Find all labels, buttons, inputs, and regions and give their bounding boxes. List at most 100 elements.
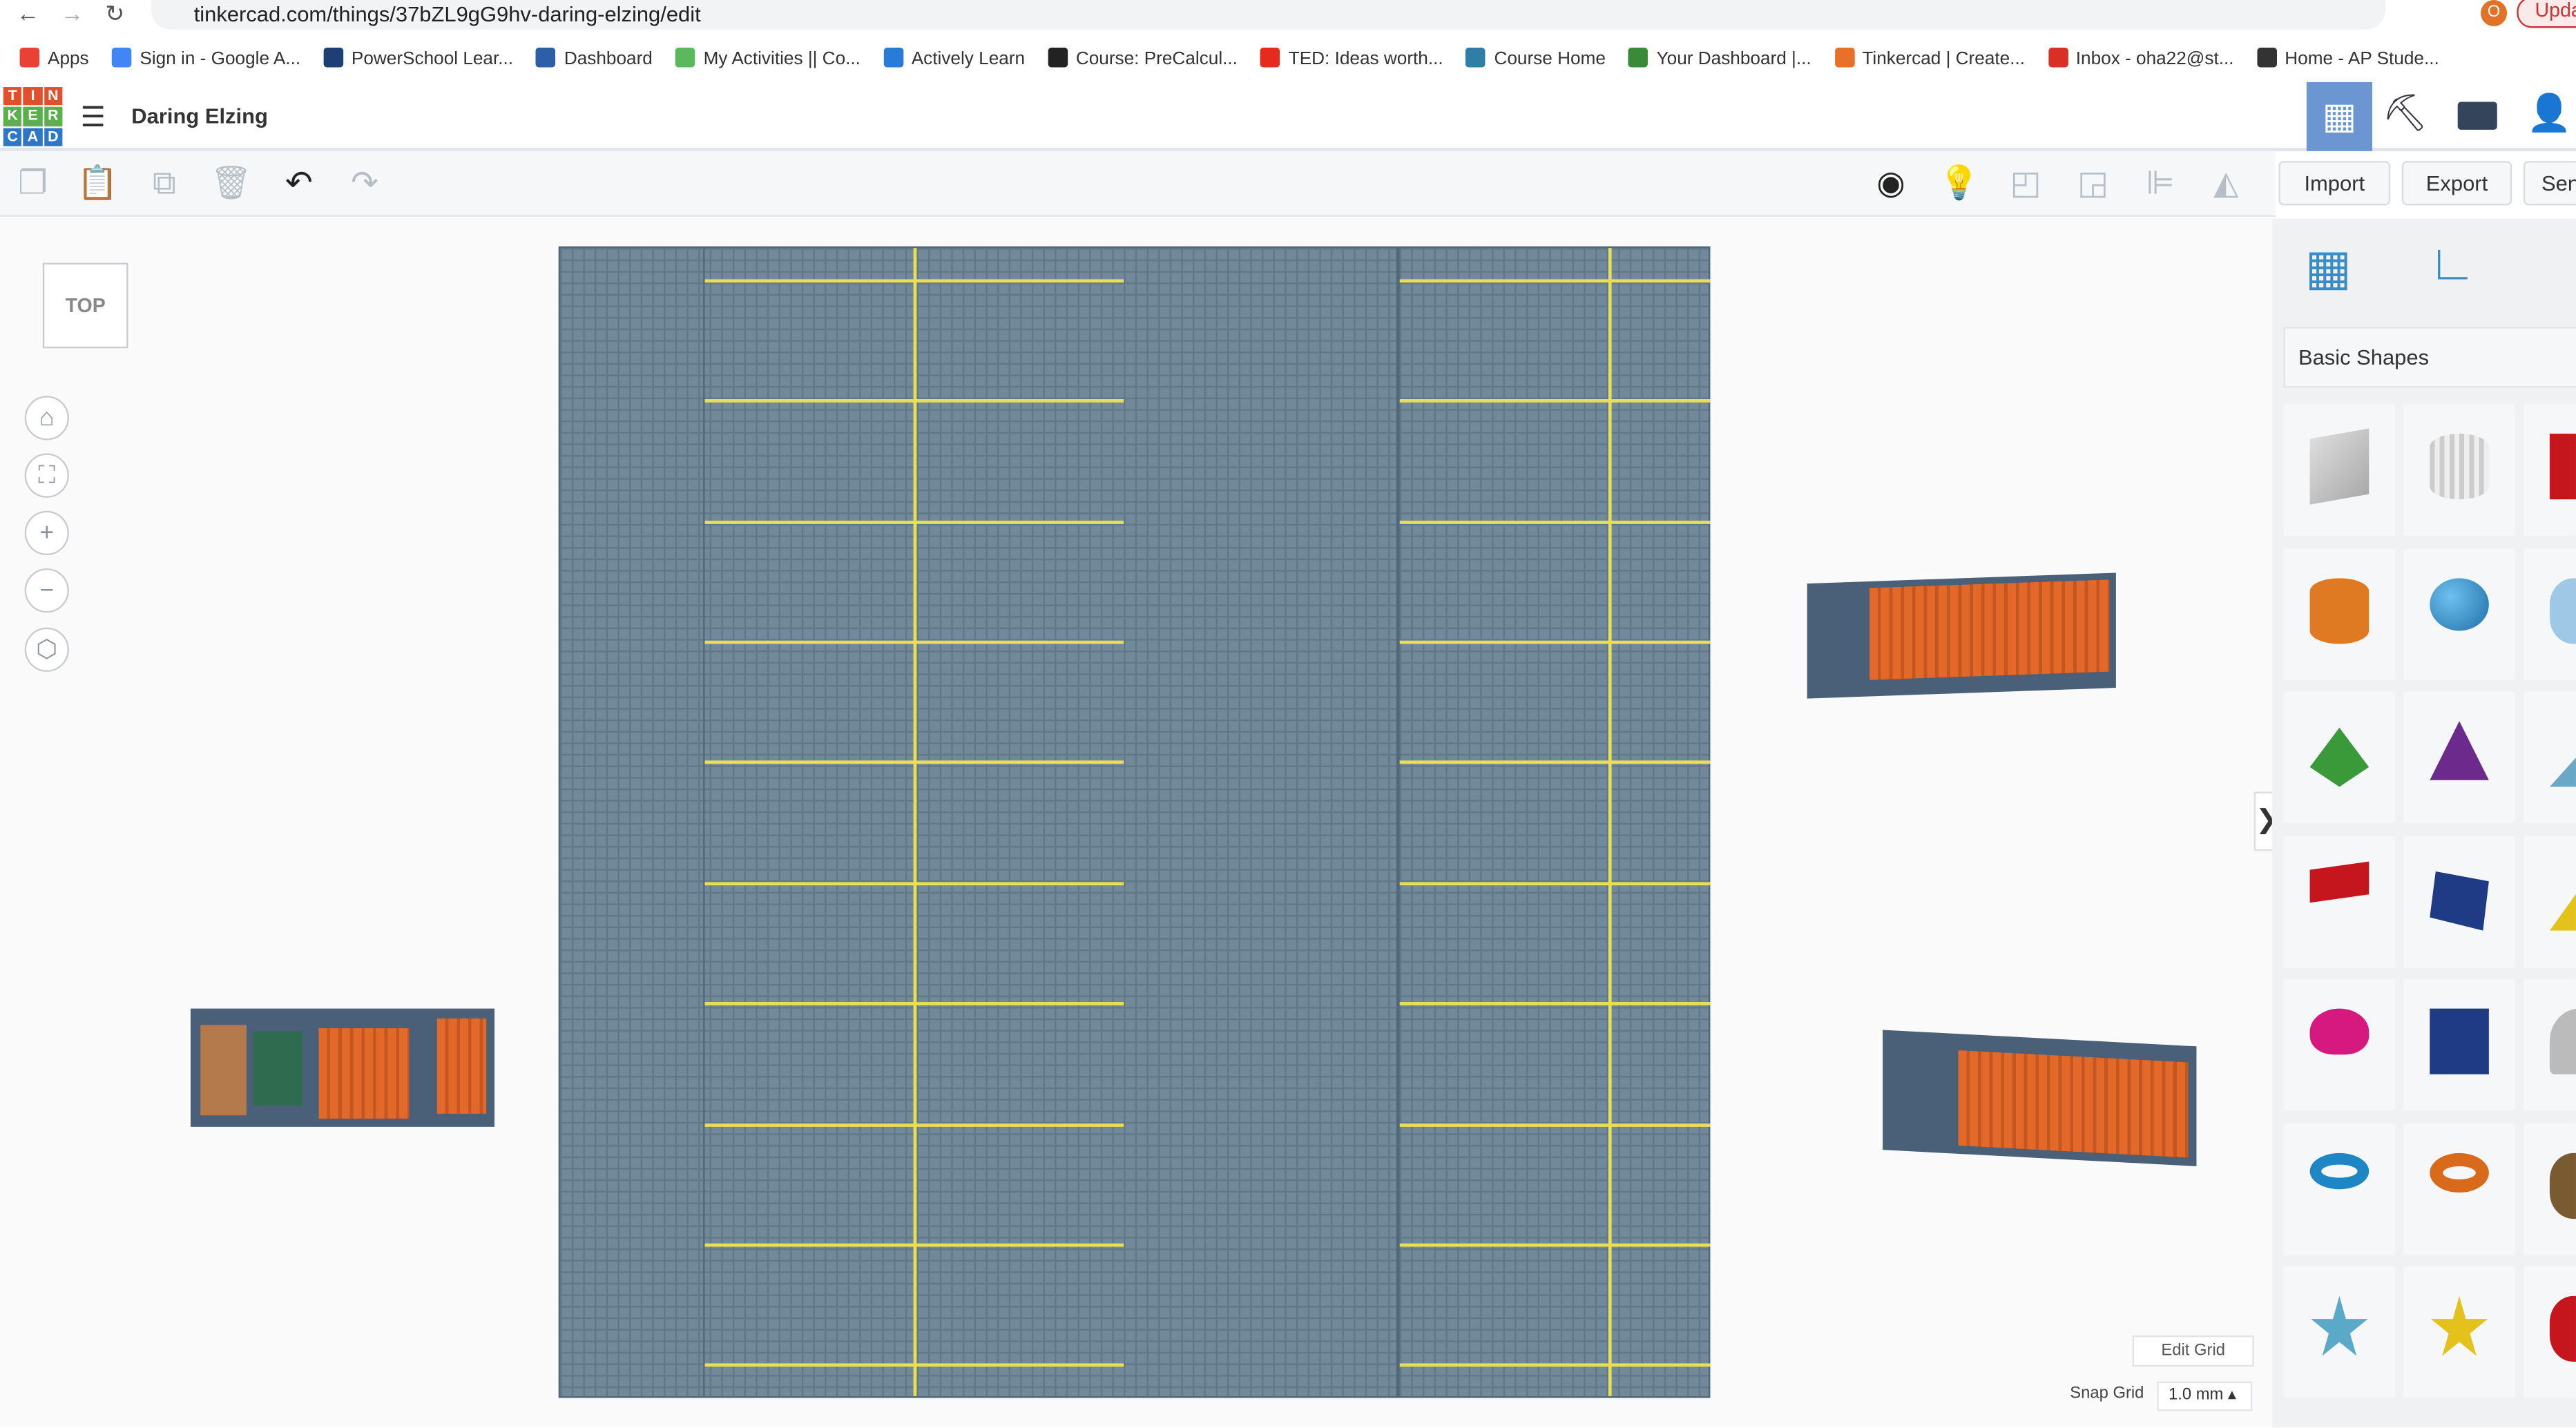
shape-cylinder[interactable]	[2403, 404, 2515, 536]
edit-grid-button[interactable]: Edit Grid	[2132, 1335, 2254, 1367]
perspective-icon[interactable]: ⬡	[24, 627, 69, 672]
align-icon[interactable]: ⊫	[2146, 166, 2175, 202]
duplicate-icon[interactable]: ⧉	[152, 166, 176, 202]
shape-ring[interactable]	[2523, 1122, 2576, 1255]
shape-category-dropdown[interactable]: Basic Shapes	[2283, 327, 2576, 388]
zoom-in-icon[interactable]: +	[24, 510, 69, 556]
bookmark[interactable]: Course Home	[1466, 46, 1606, 68]
home-view-icon[interactable]: ⌂	[24, 396, 69, 441]
bookmark[interactable]: Your Dashboard |...	[1628, 46, 1811, 68]
address-bar[interactable]: tinkercad.com/things/37bZL9gG9hv-daring-…	[151, 0, 2386, 30]
logo-letter: E	[23, 107, 43, 126]
bookmark[interactable]: Home - AP Stude...	[2256, 46, 2439, 68]
shape-sphere[interactable]	[2403, 548, 2515, 679]
container-house-model[interactable]	[190, 1008, 495, 1127]
mirror-icon[interactable]: ◭	[2213, 166, 2239, 202]
bookmark[interactable]: Course: PreCalcul...	[1048, 46, 1238, 68]
logo-letter: T	[3, 87, 22, 106]
reload-icon[interactable]: ↻	[105, 0, 125, 27]
pyramid-icon	[2549, 865, 2576, 931]
3d-design-view-button[interactable]: ▦	[2306, 81, 2372, 151]
star-icon	[2311, 1295, 2368, 1356]
bookmark[interactable]: Actively Learn	[883, 46, 1025, 68]
shape-star[interactable]	[2283, 1266, 2396, 1398]
shape-box[interactable]	[2283, 404, 2396, 536]
parking-line	[1399, 279, 1711, 283]
fit-view-icon[interactable]: ⛶	[24, 453, 69, 498]
shape-cone[interactable]	[2403, 691, 2515, 823]
redo-icon[interactable]: ↷	[351, 166, 379, 202]
url-text: tinkercad.com/things/37bZL9gG9hv-daring-…	[193, 1, 701, 27]
paste-icon[interactable]: 📋	[77, 166, 119, 202]
minecraft-pickaxe-icon[interactable]: ⛏	[2382, 92, 2428, 133]
logo-letter: C	[3, 127, 22, 146]
back-icon[interactable]: ←	[16, 0, 40, 27]
logo-letter: A	[23, 127, 43, 146]
send-to-button[interactable]: Sen	[2523, 161, 2576, 206]
bookmark-label: Sign in - Google A...	[140, 48, 301, 68]
parking-line	[1399, 760, 1711, 764]
design-title[interactable]: Daring Elzing	[131, 103, 268, 128]
shape-star-gold[interactable]	[2403, 1266, 2515, 1398]
delete-icon[interactable]: 🗑	[210, 166, 252, 202]
shape-heart[interactable]	[2523, 1266, 2576, 1398]
bookmark-icon	[1834, 46, 1854, 67]
bookmark[interactable]: My Activities || Co...	[675, 46, 861, 68]
bookmark-label: Apps	[47, 48, 89, 68]
parking-line	[1399, 1243, 1711, 1247]
bookmark-label: TED: Ideas worth...	[1288, 48, 1443, 68]
undo-icon[interactable]: ↶	[285, 166, 313, 202]
parking-line	[1399, 640, 1711, 644]
view-cube[interactable]: TOP	[42, 262, 128, 349]
shipping-container-model-1[interactable]	[1807, 572, 2116, 699]
shape-pyramid[interactable]	[2523, 835, 2576, 967]
shipping-container-model-2[interactable]	[1883, 1030, 2197, 1166]
shape-half-sphere[interactable]	[2283, 978, 2396, 1111]
ruler-icon[interactable]: ∟	[2428, 236, 2477, 291]
shape-torus[interactable]	[2283, 1122, 2396, 1255]
bookmark-label: Course: PreCalcul...	[1075, 48, 1238, 68]
shape-scribble[interactable]	[2523, 548, 2576, 679]
shape-polygon[interactable]	[2403, 835, 2515, 967]
parking-lot-model[interactable]	[558, 246, 1711, 1398]
bookmark-icon	[2048, 46, 2068, 67]
shape-wedge[interactable]	[2523, 691, 2576, 823]
bookmark[interactable]: Dashboard	[536, 46, 653, 68]
bookmark[interactable]: Apps	[19, 46, 89, 68]
update-button[interactable]: Update	[2517, 0, 2576, 28]
snap-grid-label: Snap Grid	[2070, 1384, 2144, 1403]
profile-avatar[interactable]: O	[2480, 0, 2508, 27]
shape-paraboloid[interactable]	[2523, 978, 2576, 1111]
lego-brick-icon[interactable]	[2457, 102, 2497, 130]
import-button[interactable]: Import	[2278, 161, 2391, 206]
bookmark[interactable]: PowerSchool Lear...	[323, 46, 513, 68]
bookmark-label: Tinkercad | Create...	[1862, 48, 2026, 68]
lightbulb-icon[interactable]: 💡	[1938, 166, 1980, 202]
logo-letter: D	[44, 127, 63, 146]
shape-cylinder-orange[interactable]	[2283, 548, 2396, 679]
add-user-icon[interactable]: 👤	[2526, 92, 2572, 133]
shape-hexagonal-prism[interactable]	[2403, 978, 2515, 1111]
bookmark[interactable]: Tinkercad | Create...	[1834, 46, 2026, 68]
copy-icon[interactable]: ❐	[18, 166, 48, 202]
wedge-icon	[2549, 721, 2576, 787]
polygon-icon	[2430, 871, 2489, 931]
shape-text[interactable]	[2283, 835, 2396, 967]
notes-icon[interactable]: ◉	[1876, 166, 1905, 202]
zoom-out-icon[interactable]: −	[24, 568, 69, 613]
snap-grid-select[interactable]: 1.0 mm ▴	[2157, 1381, 2253, 1411]
group-icon[interactable]: ◰	[2010, 166, 2041, 202]
shape-roof[interactable]	[2283, 691, 2396, 823]
workplane-icon[interactable]: ▦	[2305, 241, 2352, 296]
shape-box-red[interactable]	[2523, 404, 2576, 536]
box-red-icon	[2549, 434, 2576, 500]
forward-icon[interactable]: →	[61, 0, 84, 27]
bookmark[interactable]: Sign in - Google A...	[111, 46, 301, 68]
shape-tube[interactable]	[2403, 1122, 2515, 1255]
bookmark[interactable]: TED: Ideas worth...	[1260, 46, 1443, 68]
ungroup-icon[interactable]: ◲	[2077, 166, 2109, 202]
export-button[interactable]: Export	[2401, 161, 2512, 206]
design-list-icon[interactable]: ☰	[80, 102, 106, 133]
bookmark[interactable]: Inbox - oha22@st...	[2048, 46, 2234, 68]
